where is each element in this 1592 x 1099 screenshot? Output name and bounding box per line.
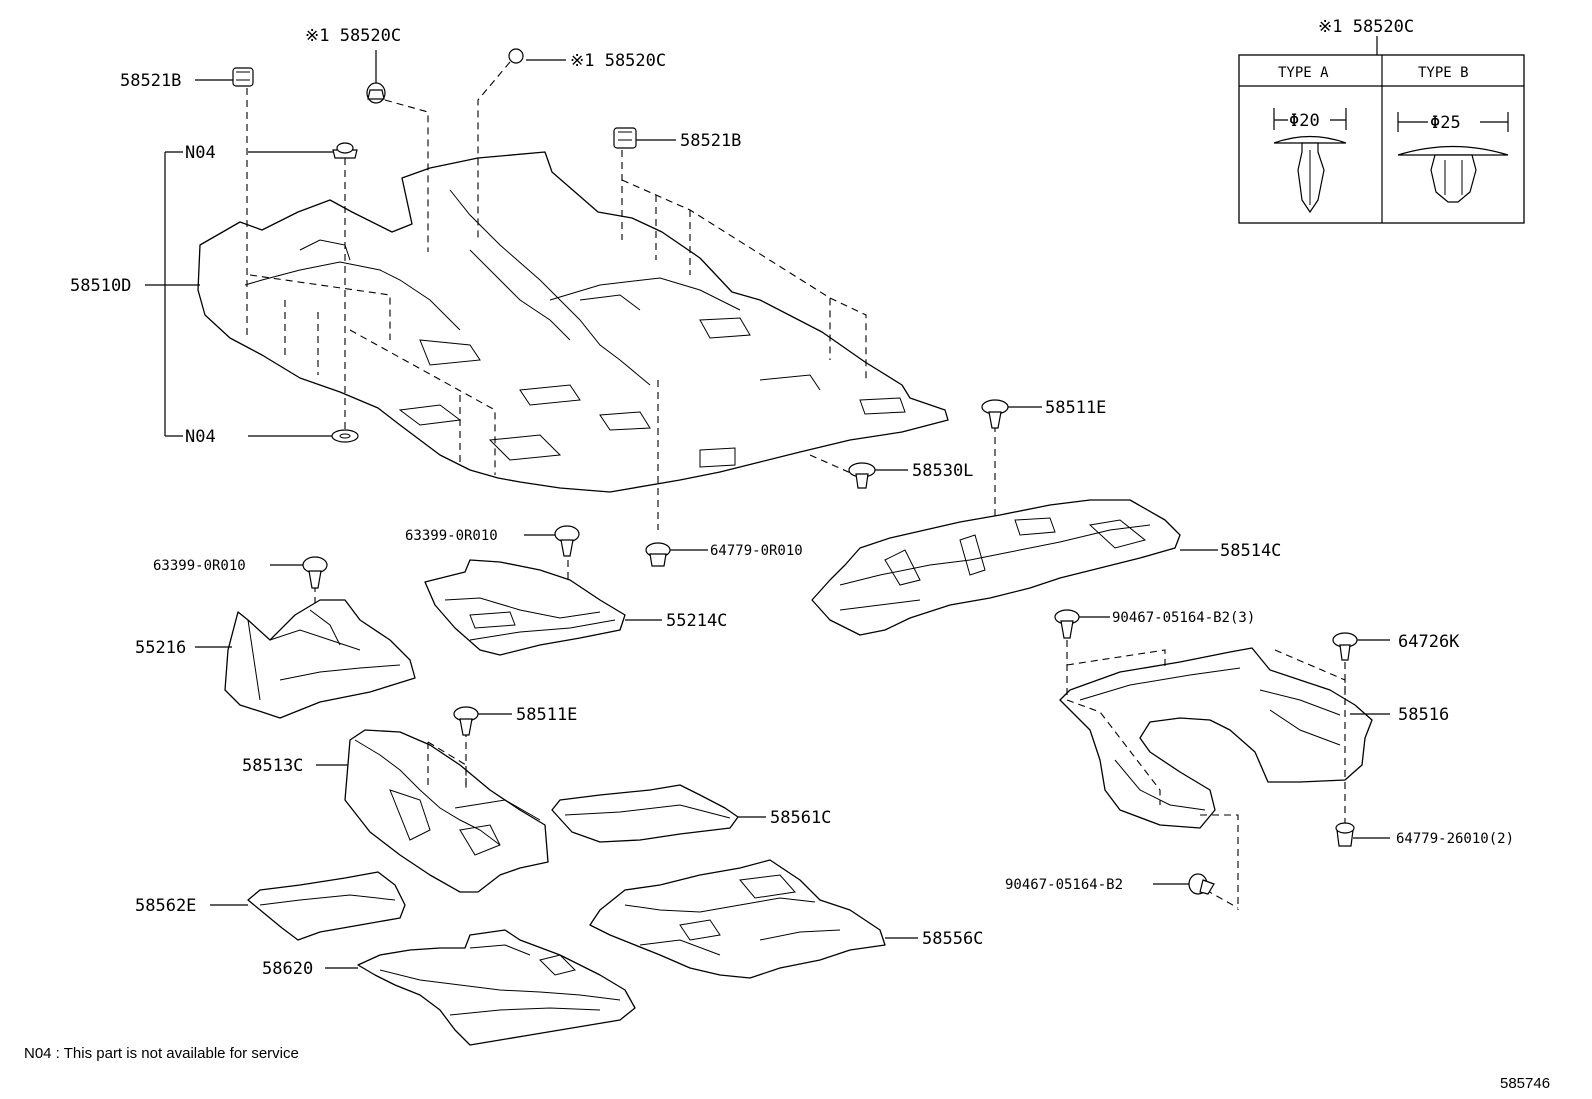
type-b-clip-drawing: Φ25: [1397, 112, 1509, 203]
callout-90467-b2: 90467-05164-B2: [1005, 877, 1123, 893]
inset-dim-a: Φ20: [1289, 111, 1320, 131]
carpet-55214c: [424, 559, 626, 656]
inset-title: ※1 58520C: [1318, 17, 1414, 37]
footnote: N04 : This part is not available for ser…: [24, 1045, 299, 1062]
callout-58561c: 58561C: [770, 808, 831, 828]
callout-64779-0r010: 64779-0R010: [710, 543, 803, 559]
clip-n04-bottom: [331, 429, 359, 443]
inset-type-b: TYPE B: [1418, 65, 1469, 81]
pad-58562e: [247, 871, 406, 941]
callout-55216: 55216: [135, 638, 186, 658]
callout-58521b-left: 58521B: [120, 71, 181, 91]
clip-58520c-mid: [508, 48, 524, 64]
callout-labels: ※1 58520C ※1 58520C 58521B 58521B N04 N0…: [70, 26, 1514, 979]
callout-58514c: 58514C: [1220, 541, 1281, 561]
callout-64779-26010: 64779-26010(2): [1396, 831, 1514, 847]
inset-type-a: TYPE A: [1278, 65, 1329, 81]
main-floor-carpet: [197, 151, 949, 493]
pad-58561c: [551, 784, 739, 843]
callout-58520c-mid: ※1 58520C: [570, 51, 666, 71]
carpet-58516-dash: [1066, 640, 1346, 910]
carpet-55216: [224, 599, 416, 719]
callout-58511e-right: 58511E: [1045, 398, 1106, 418]
clip-58521b-left: [232, 67, 254, 87]
fastener-clips-top: [232, 48, 1009, 589]
callout-58521b-right: 58521B: [680, 131, 741, 151]
callout-90467-b2-3: 90467-05164-B2(3): [1112, 610, 1255, 626]
clip-type-inset: ※1 58520C TYPE A TYPE B Φ20 Φ25: [1238, 17, 1525, 224]
diagram-id: 585746: [1500, 1075, 1550, 1092]
callout-63399-left: 63399-0R010: [153, 558, 246, 574]
callout-58513c: 58513C: [242, 756, 303, 776]
callout-n04-bottom: N04: [185, 427, 216, 447]
callout-64726k: 64726K: [1398, 632, 1460, 652]
floor-mat-58620: [357, 929, 636, 1046]
rear-floor-carpet-58514c: [811, 499, 1181, 636]
callout-n04-top: N04: [185, 143, 216, 163]
carpet-58516: [1059, 647, 1373, 829]
callout-58556c: 58556C: [922, 929, 983, 949]
callout-58516: 58516: [1398, 705, 1449, 725]
type-a-clip-drawing: Φ20: [1273, 108, 1347, 214]
console-carpet-58513c: [344, 729, 549, 893]
callout-58620: 58620: [262, 959, 313, 979]
inset-dim-b: Φ25: [1430, 113, 1461, 133]
fastener-clips-right: [1054, 609, 1358, 895]
callout-58520c-top: ※1 58520C: [305, 26, 401, 46]
callout-55214c: 55214C: [666, 611, 727, 631]
callout-58510d: 58510D: [70, 276, 131, 296]
leader-lines: [145, 36, 1390, 969]
callout-63399-mid: 63399-0R010: [405, 528, 498, 544]
clip-58521b-right: [613, 127, 637, 149]
floor-mat-58556c: [589, 859, 886, 979]
callout-58511e-left: 58511E: [516, 705, 577, 725]
callout-58562e: 58562E: [135, 896, 196, 916]
callout-58530l: 58530L: [912, 461, 973, 481]
console-dash: [427, 730, 467, 790]
